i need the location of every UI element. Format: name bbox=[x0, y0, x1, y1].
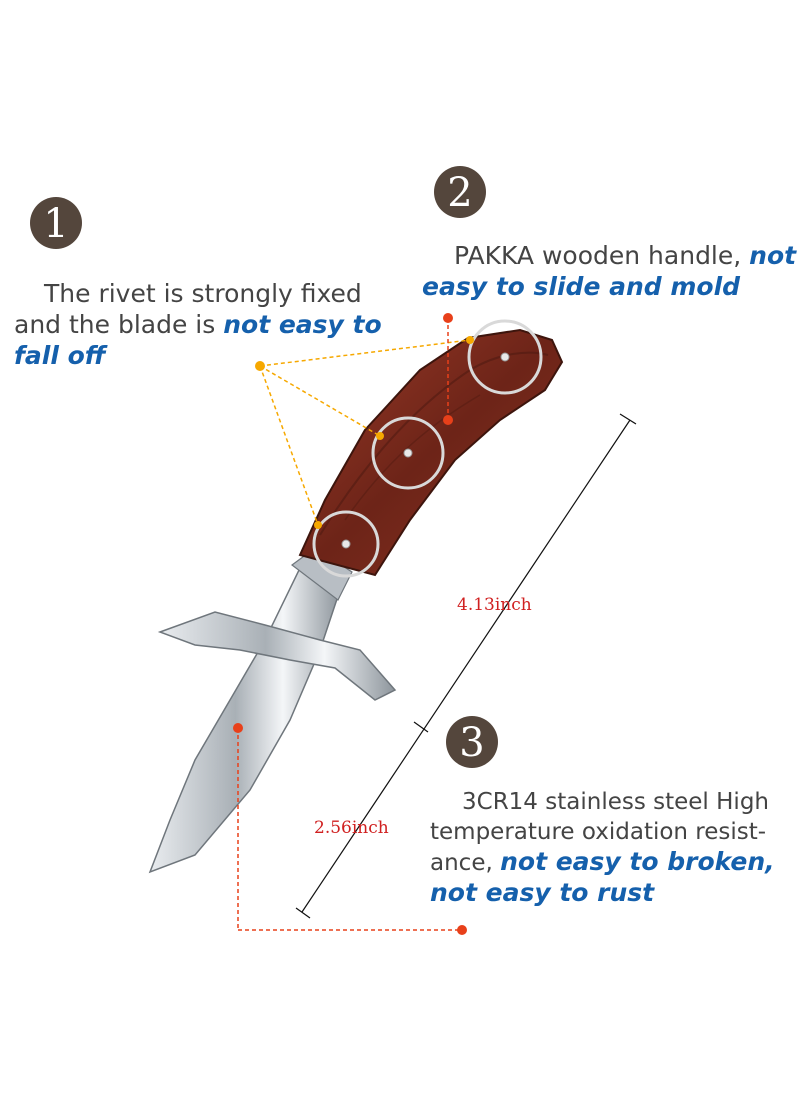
feature-3-line1: 3CR14 stainless steel High bbox=[462, 789, 769, 815]
feature-1-line3: fall off bbox=[14, 341, 106, 370]
feature-3-text: 3CR14 stainless steel High temperature o… bbox=[430, 787, 795, 908]
feature-1-emphasis: not easy to bbox=[223, 310, 382, 339]
feature-3-line4: not easy to rust bbox=[430, 878, 655, 907]
feature-3-line3: ance, not easy to broken, bbox=[430, 847, 775, 876]
feature-1-text: The rivet is strongly fixed and the blad… bbox=[14, 278, 394, 371]
badge-2: 2 bbox=[434, 166, 486, 218]
callout-lines-1 bbox=[259, 339, 471, 526]
knife-guard bbox=[157, 611, 397, 701]
feature-1-line1: The rivet is strongly fixed bbox=[44, 279, 362, 308]
rivet-circle-3 bbox=[467, 319, 543, 395]
dimension-line bbox=[295, 413, 637, 919]
feature-3-emphasis: not easy to broken, bbox=[500, 847, 775, 876]
feature-2-line1: PAKKA wooden handle, not bbox=[454, 241, 797, 270]
feature-2-emphasis: not bbox=[749, 241, 797, 270]
handle-length-label: 4.13inch bbox=[457, 595, 532, 615]
feature-2-line2: easy to slide and mold bbox=[422, 272, 741, 301]
rivet-circle-2 bbox=[371, 416, 445, 490]
feature-2-text: PAKKA wooden handle, not easy to slide a… bbox=[422, 240, 797, 302]
callout-dot-1 bbox=[255, 361, 265, 371]
callout-dot-3 bbox=[233, 723, 243, 733]
badge-1: 1 bbox=[30, 197, 82, 249]
badge-3: 3 bbox=[446, 716, 498, 768]
feature-1-line2: and the blade is not easy to bbox=[14, 310, 382, 339]
blade-length-label: 2.56inch bbox=[314, 818, 389, 838]
callout-dot-2 bbox=[443, 313, 453, 323]
rivet-circle-1 bbox=[312, 510, 380, 578]
feature-3-line2: temperature oxidation resist- bbox=[430, 819, 767, 845]
knife-blade bbox=[148, 566, 341, 874]
